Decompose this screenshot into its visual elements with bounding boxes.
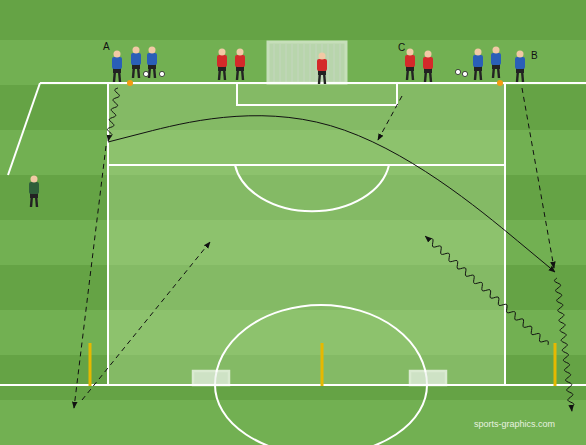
pass-arrow [108,116,555,272]
run-arrow [522,88,554,268]
pole [89,343,92,386]
run-arrow [74,146,106,408]
blue-player [112,51,122,83]
player-letter: C [398,43,405,53]
pole [321,343,324,386]
area-line [504,83,506,385]
grass-stripe [0,400,586,445]
run-arrow [82,242,210,400]
cone [127,80,133,86]
red-player [235,49,245,81]
red-player [217,49,227,81]
ball [462,71,467,76]
ball [143,71,148,76]
blue-player [515,51,525,83]
cross-line [108,164,505,166]
pole [554,343,557,386]
grass-stripe [0,40,586,85]
watermark: sports-graphics.com [474,420,555,429]
red-player [423,51,433,83]
dribble-arrow [107,88,119,141]
penalty-arc [235,165,389,211]
ball [455,69,460,74]
blue-player [491,47,501,79]
blue-player [131,47,141,79]
side-line [8,83,40,175]
goalkeeper [317,53,327,85]
coach [29,176,39,208]
training-area [108,83,505,385]
blue-player [473,49,483,81]
cone [497,80,503,86]
centre-circle [215,305,427,445]
run-arrow [378,96,402,140]
player-letter: B [531,51,538,61]
goal-area [237,83,397,105]
mini-goal [193,371,229,385]
mini-goal [410,371,446,385]
dribble-arrow [554,278,573,411]
halfway-line [0,384,586,386]
red-player [405,49,415,81]
dribble-arrow [425,236,548,345]
grass-stripe [0,0,586,40]
ball [159,71,164,76]
player-letter: A [103,42,110,52]
goal [268,42,346,83]
